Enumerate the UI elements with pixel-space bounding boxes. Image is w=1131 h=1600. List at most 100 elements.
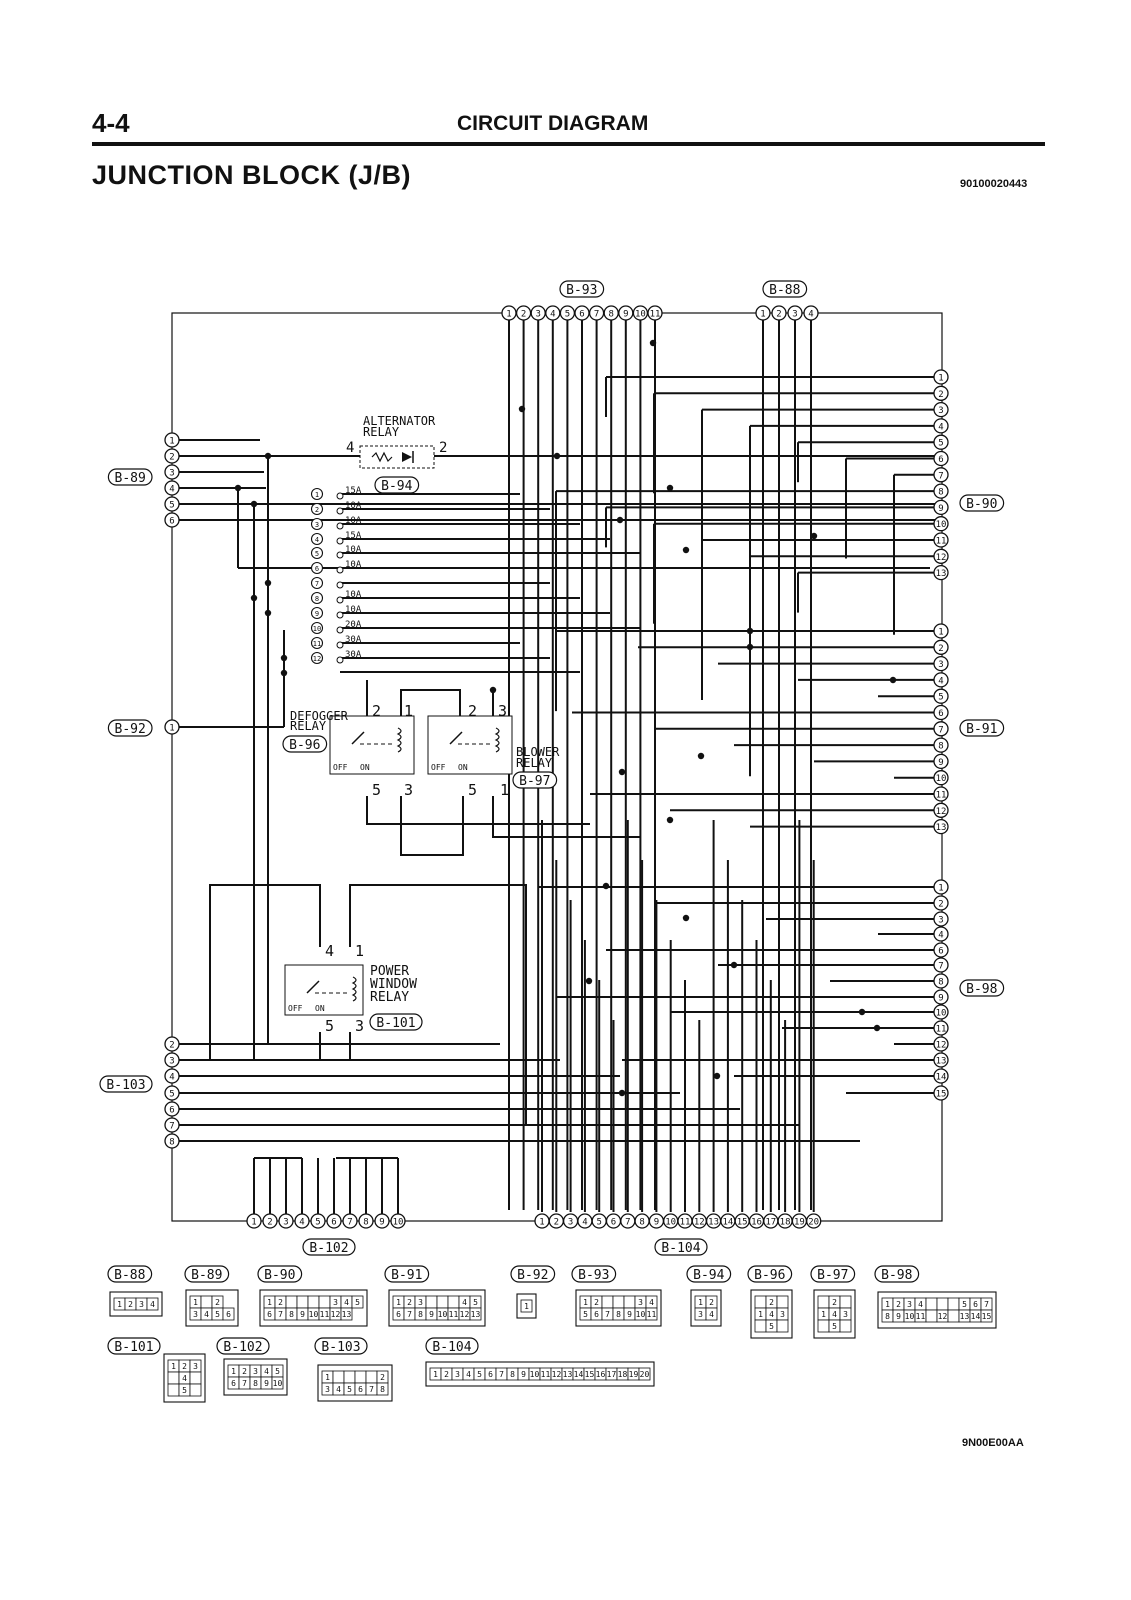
connector-pin bbox=[933, 548, 949, 564]
b90-face-cavity-number: 4 bbox=[344, 1298, 349, 1307]
section-title: CIRCUIT DIAGRAM bbox=[457, 112, 649, 135]
pin-number: 1 bbox=[938, 374, 943, 384]
b90-face-cavity-number: 12 bbox=[331, 1310, 341, 1319]
junction-dot bbox=[713, 1072, 721, 1080]
pin-number: 3 bbox=[169, 1057, 174, 1067]
pin-number: 5 bbox=[596, 1218, 601, 1228]
b104-face-cavity-number: 8 bbox=[510, 1370, 515, 1379]
fuse-rating: 15A bbox=[345, 531, 362, 541]
b104-face-cavity-number: 10 bbox=[530, 1370, 540, 1379]
junction-dot bbox=[250, 594, 258, 602]
b98-face-cavity bbox=[925, 1309, 938, 1323]
connector-pin bbox=[933, 385, 949, 401]
b98-face-cavity-number: 10 bbox=[905, 1312, 915, 1321]
b97-face-cavity-number: 1 bbox=[821, 1310, 826, 1319]
junction-dot bbox=[234, 484, 242, 492]
b90-face-cavity-number: 8 bbox=[289, 1310, 294, 1319]
connector-label-b91: B-91 bbox=[391, 1268, 422, 1283]
b104-face-cavity-number: 4 bbox=[466, 1370, 471, 1379]
connector-label-frame bbox=[762, 280, 808, 298]
connector-pin bbox=[374, 1213, 390, 1229]
b91-face-cavity bbox=[436, 1295, 449, 1309]
relay-pin-label: 4 bbox=[346, 440, 354, 456]
blower-relay-coil bbox=[494, 727, 500, 753]
pin-number: 4 bbox=[550, 310, 555, 320]
b103-face-cavity bbox=[343, 1370, 356, 1384]
b94-face-cavity-number: 1 bbox=[698, 1298, 703, 1307]
pin-number: 9 bbox=[623, 310, 628, 320]
b91-face-cavity-number: 7 bbox=[407, 1310, 412, 1319]
fuse-number: 10 bbox=[313, 625, 321, 633]
pin-number: 8 bbox=[938, 978, 943, 988]
pin-number: 15 bbox=[936, 1090, 947, 1100]
b91-face-cavity-number: 5 bbox=[473, 1298, 478, 1307]
b90-face-cavity-number: 9 bbox=[300, 1310, 305, 1319]
fuse-number: 9 bbox=[315, 610, 319, 618]
connector-pin bbox=[164, 1036, 180, 1052]
connector-pin bbox=[806, 1213, 822, 1229]
pin-number: 9 bbox=[938, 504, 943, 514]
connector-pin bbox=[933, 688, 949, 704]
connector-pin bbox=[933, 802, 949, 818]
b102-face-cavity-number: 9 bbox=[264, 1379, 269, 1388]
connector-label-b94: B-94 bbox=[693, 1268, 724, 1283]
pin-number: 7 bbox=[938, 962, 943, 972]
fuse-terminal bbox=[310, 532, 324, 546]
connector-pin bbox=[771, 305, 787, 321]
pin-number: 6 bbox=[611, 1218, 616, 1228]
pin-number: 4 bbox=[169, 1073, 174, 1083]
fuse-rating: 10A bbox=[345, 516, 362, 526]
relay-pin-label: 3 bbox=[498, 702, 507, 720]
junction-dot bbox=[746, 627, 754, 635]
pin-number: 10 bbox=[393, 1218, 404, 1228]
b90-face-cavity bbox=[351, 1295, 364, 1309]
b93-face-cavity-number: 3 bbox=[638, 1298, 643, 1307]
b96-face-cavity bbox=[754, 1319, 767, 1333]
connector-label-frame bbox=[302, 1238, 356, 1256]
b101-face-cavity bbox=[167, 1383, 180, 1397]
pin-number: 13 bbox=[936, 1057, 947, 1067]
connector-label-b90: B-90 bbox=[966, 497, 997, 512]
junction-dot bbox=[250, 500, 258, 508]
fuse-contact bbox=[336, 581, 344, 589]
pin-number: 17 bbox=[765, 1218, 776, 1228]
b102-face-cavity-number: 1 bbox=[231, 1367, 236, 1376]
connector-label-b88: B-88 bbox=[769, 283, 800, 298]
connector-label-frame bbox=[282, 735, 328, 753]
connector-pin bbox=[342, 1213, 358, 1229]
connector-label-frame bbox=[874, 1265, 920, 1283]
relay-pin-label: 2 bbox=[439, 440, 447, 456]
document-code: 90100020443 bbox=[960, 178, 1028, 190]
b97-face-cavity-number: 2 bbox=[832, 1298, 837, 1307]
b101-face-cavity-number: 3 bbox=[193, 1362, 198, 1371]
power-window-relay-switch-arm bbox=[306, 980, 320, 994]
b91-face-cavity-number: 11 bbox=[449, 1310, 459, 1319]
pin-number: 1 bbox=[506, 310, 511, 320]
pin-number: 5 bbox=[315, 1218, 320, 1228]
connector-pin bbox=[164, 432, 180, 448]
pin-number: 16 bbox=[751, 1218, 762, 1228]
b104-face-cavity-number: 17 bbox=[607, 1370, 617, 1379]
defogger-relay-on-label: ON bbox=[360, 763, 370, 772]
blower-relay-switch-arm bbox=[449, 731, 463, 745]
junction-dot bbox=[264, 609, 272, 617]
pin-number: 11 bbox=[936, 791, 947, 801]
fuse-rating: 30A bbox=[345, 635, 362, 645]
relay-pin-label: 1 bbox=[500, 781, 509, 799]
power-window-relay-coil bbox=[351, 976, 357, 1002]
b102-face-cavity-number: 8 bbox=[253, 1379, 258, 1388]
connector-label-frame bbox=[374, 476, 420, 494]
power-window-relay-on-label: ON bbox=[315, 1004, 325, 1013]
b91-face-cavity-number: 2 bbox=[407, 1298, 412, 1307]
relay-pin-label: 2 bbox=[372, 702, 381, 720]
pin-number: 4 bbox=[582, 1218, 587, 1228]
b94-face-cavity-number: 4 bbox=[709, 1310, 714, 1319]
b103-face-cavity bbox=[365, 1370, 378, 1384]
junction-dot bbox=[666, 816, 674, 824]
connector-pin bbox=[933, 770, 949, 786]
connector-pin bbox=[933, 1004, 949, 1020]
b98-face-cavity-number: 12 bbox=[938, 1312, 948, 1321]
junction-dot bbox=[602, 882, 610, 890]
connector-label-b92: B-92 bbox=[115, 722, 146, 737]
